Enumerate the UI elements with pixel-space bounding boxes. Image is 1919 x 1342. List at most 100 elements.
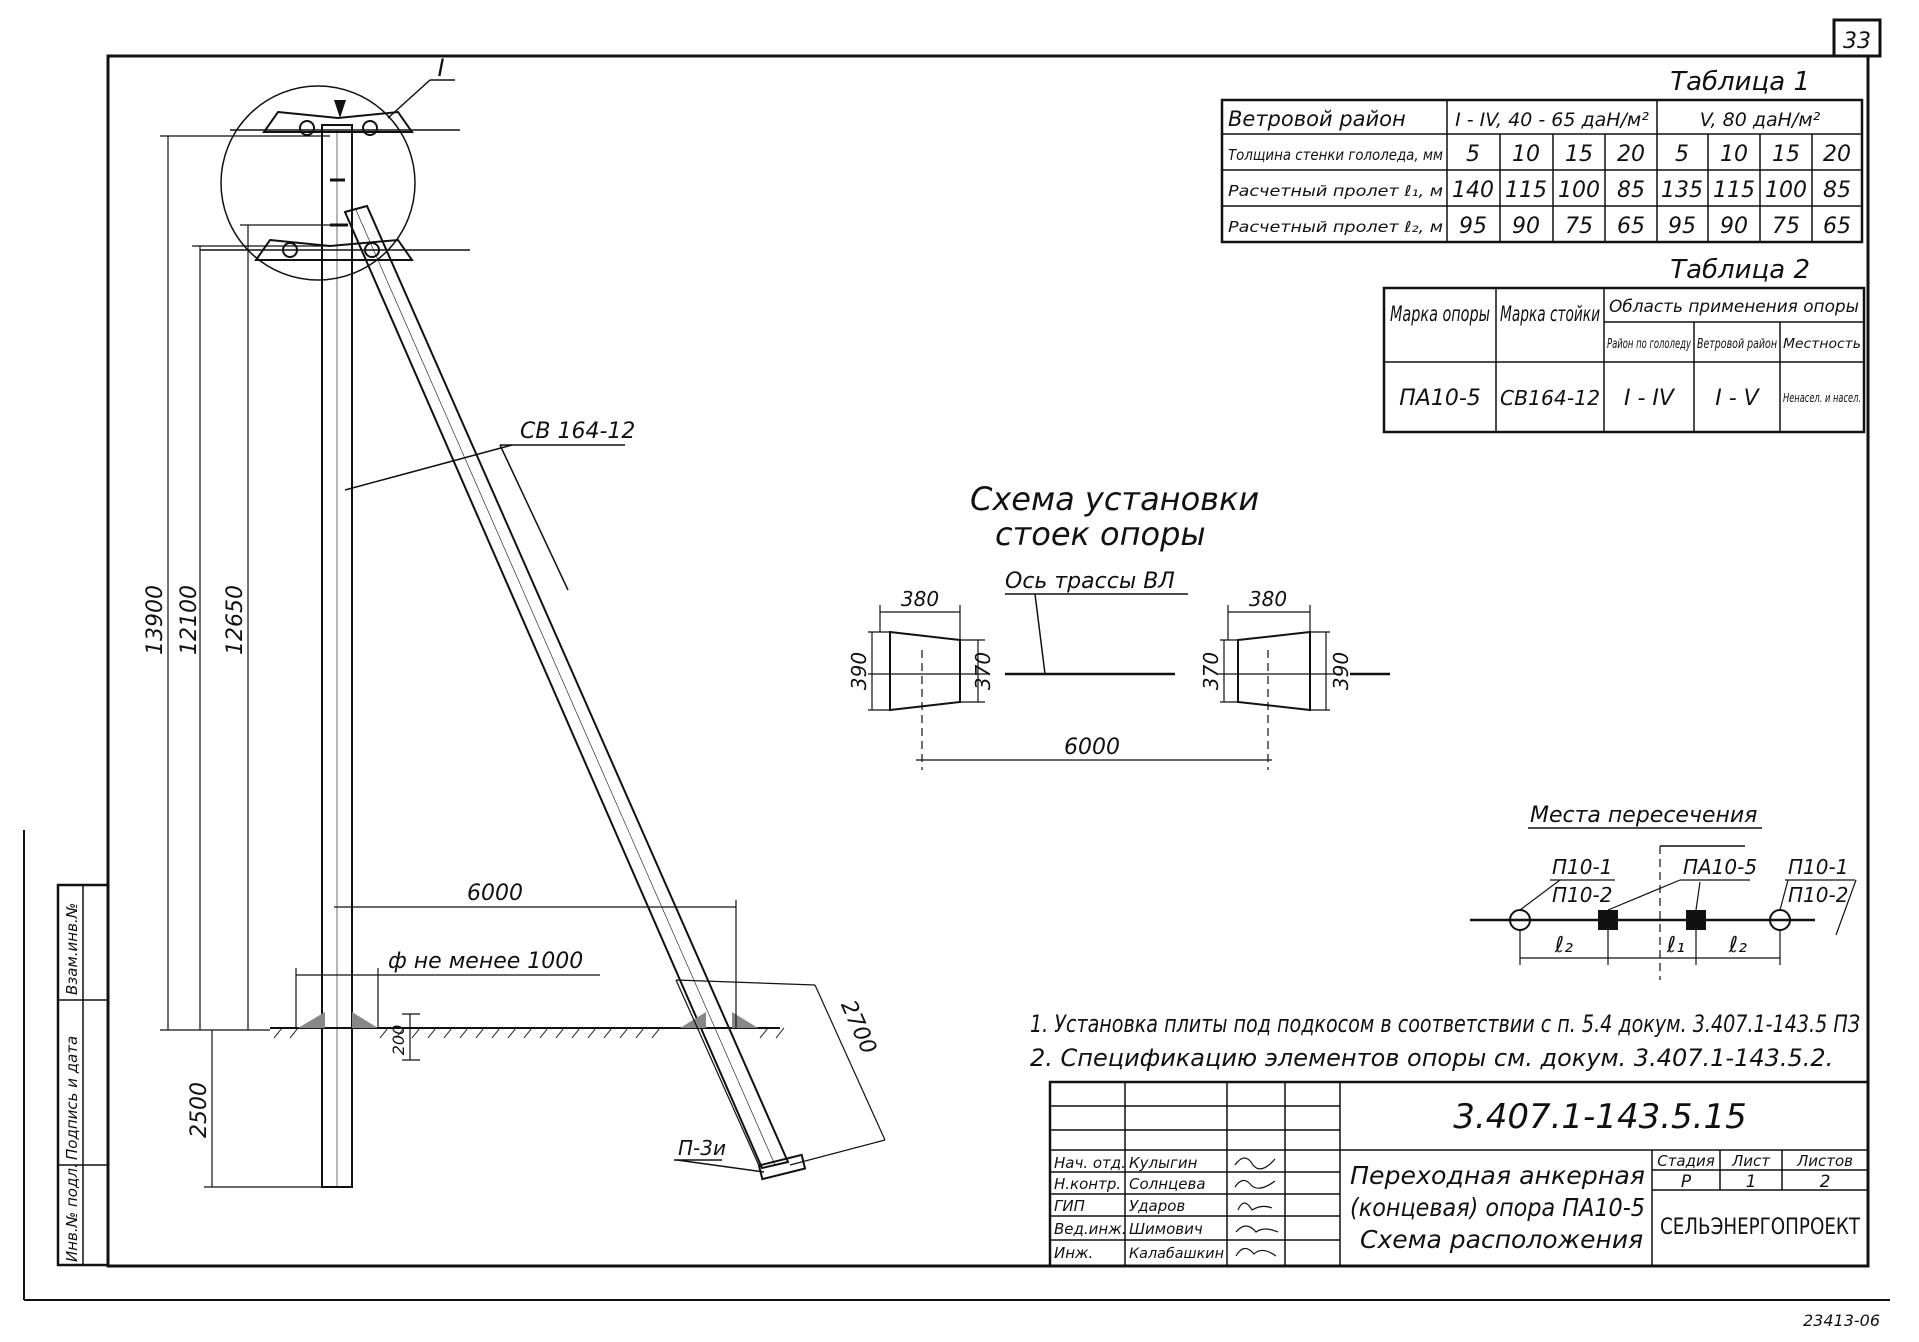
stage-header: Стадия xyxy=(1657,1152,1715,1170)
crossing-title: Места пересечения xyxy=(1530,803,1757,828)
t1-r3-c4: 65 xyxy=(1617,214,1645,239)
organization-name: СЕЛЬЭНЕРГОПРОЕКТ xyxy=(1660,1215,1861,1240)
scheme-dim-380-left: 380 xyxy=(901,587,939,611)
archive-number: 23413-06 xyxy=(1803,1311,1880,1330)
node-label: I xyxy=(437,54,444,82)
note-2: 2. Спецификацию элементов опоры см. доку… xyxy=(1030,1044,1833,1072)
crossing-left-bottom: П10-2 xyxy=(1552,883,1612,907)
crossing-l2-right: ℓ₂ xyxy=(1728,933,1747,958)
t1-r3-c7: 75 xyxy=(1772,214,1800,239)
t1-r1-c1: 5 xyxy=(1466,142,1480,167)
scheme-dim-380-right: 380 xyxy=(1249,587,1287,611)
t2-h-wind: Ветровой район xyxy=(1697,337,1777,352)
t1-r3-c0: Расчетный пролет ℓ₂, м xyxy=(1228,218,1443,236)
t2-v-terrain: Ненасел. и насел. xyxy=(1783,391,1861,405)
sheets-header: Листов xyxy=(1796,1152,1853,1170)
sheets-value: 2 xyxy=(1820,1172,1831,1192)
sheet-number: 33 xyxy=(1843,29,1871,54)
role-4: Инж. xyxy=(1054,1244,1093,1262)
t1-r3-c5: 95 xyxy=(1668,214,1696,239)
t1-r1-c6: 10 xyxy=(1720,142,1748,167)
table2-title: Таблица 2 xyxy=(1670,255,1810,285)
tower-elevation: I СВ 164-12 xyxy=(143,54,886,1188)
crossing-right-bottom: П10-2 xyxy=(1788,883,1848,907)
role-3: Вед.инж. xyxy=(1054,1220,1127,1238)
t1-r1-c4: 20 xyxy=(1617,142,1645,167)
side-stamp-signature: Подпись и дата xyxy=(63,1036,81,1160)
t1-r2-c1: 140 xyxy=(1452,178,1494,203)
ground-line xyxy=(270,1012,785,1039)
route-axis-label: Ось трассы ВЛ xyxy=(1005,569,1175,594)
role-2: ГИП xyxy=(1054,1197,1085,1215)
name-0: Кулыгин xyxy=(1129,1154,1198,1172)
t1-r1-c2: 10 xyxy=(1512,142,1540,167)
t1-r2-c7: 100 xyxy=(1765,178,1807,203)
lower-traverse xyxy=(200,178,470,261)
crossing-l2-left: ℓ₂ xyxy=(1554,933,1573,958)
t2-h-terrain: Местность xyxy=(1783,337,1861,352)
t1-r3-c3: 75 xyxy=(1565,214,1593,239)
t1-r0-c1: I - IV, 40 - 65 даН/м² xyxy=(1455,109,1649,131)
anchor-support-marker-left xyxy=(1598,910,1618,930)
t1-r1-c7: 15 xyxy=(1772,142,1800,167)
name-4: Калабашкин xyxy=(1129,1246,1224,1262)
installation-scheme: Схема установки стоек опоры Ось трассы В… xyxy=(847,480,1390,770)
t1-r1-c3: 15 xyxy=(1565,142,1593,167)
left-footprint xyxy=(889,630,961,712)
strut-post xyxy=(343,204,790,1170)
t1-r2-c4: 85 xyxy=(1617,178,1645,203)
name-2: Ударов xyxy=(1129,1197,1185,1215)
right-footprint xyxy=(1237,630,1311,712)
t2-v-ice: I - IV xyxy=(1624,386,1676,411)
post-label: СВ 164-12 xyxy=(520,419,635,444)
crossing-l1: ℓ₁ xyxy=(1666,933,1685,958)
dim-13900: 13900 xyxy=(143,585,168,655)
scheme-dim-390-right: 390 xyxy=(1329,652,1353,690)
t1-r3-c1: 95 xyxy=(1459,214,1487,239)
dim-2700: 2700 xyxy=(835,997,881,1058)
t1-r3-c8: 65 xyxy=(1823,214,1851,239)
anchor-support-marker-right xyxy=(1686,910,1706,930)
title-line-2: (концевая) опора ПА10-5 xyxy=(1350,1193,1645,1222)
dim-200: 200 xyxy=(389,1025,408,1056)
crossing-scheme: Места пересечения ПА10-5 П10-1 П10-2 П10… xyxy=(1470,803,1857,980)
t1-r2-c3: 100 xyxy=(1558,178,1600,203)
t2-h-post: Марка стойки xyxy=(1500,302,1600,326)
title-line-1: Переходная анкерная xyxy=(1350,1161,1645,1190)
t1-r2-c6: 115 xyxy=(1713,178,1755,203)
tower-dimensions xyxy=(160,135,886,1188)
sheet-value: 1 xyxy=(1746,1172,1757,1192)
role-1: Н.контр. xyxy=(1054,1175,1121,1193)
t2-h-ice: Район по гололеду xyxy=(1607,337,1691,352)
t1-r3-c6: 90 xyxy=(1720,214,1748,239)
title-block: 3.407.1-143.5.15 Нач. отд. Н.контр. ГИП … xyxy=(1048,1080,1870,1268)
t1-r0-c0: Ветровой район xyxy=(1228,107,1406,131)
notes: 1. Установка плиты под подкосом в соотве… xyxy=(1030,1010,1860,1072)
crossing-center-label: ПА10-5 xyxy=(1683,855,1757,879)
dim-2500: 2500 xyxy=(187,1082,212,1138)
plate-label: П-3и xyxy=(678,1136,726,1160)
table-1: Таблица 1 Ветровой район I - IV, 40 - 65… xyxy=(1220,67,1864,244)
t1-r2-c8: 85 xyxy=(1823,178,1851,203)
node-circle xyxy=(220,85,416,281)
t2-v-mark: ПА10-5 xyxy=(1399,386,1481,411)
crossing-left-top: П10-1 xyxy=(1552,855,1612,879)
t1-r2-c0: Расчетный пролет ℓ₁, м xyxy=(1228,182,1443,200)
scheme-title-line1: Схема установки xyxy=(970,480,1259,518)
title-line-3: Схема расположения xyxy=(1360,1225,1643,1254)
name-1: Солнцева xyxy=(1129,1175,1206,1193)
t2-h-mark: Марка опоры xyxy=(1390,302,1490,326)
t2-h-area: Область применения опоры xyxy=(1609,297,1859,317)
dim-12650: 12650 xyxy=(223,585,248,655)
doc-code: 3.407.1-143.5.15 xyxy=(1453,1097,1746,1137)
table-2: Таблица 2 Марка опоры Марка стойки Облас… xyxy=(1382,255,1866,434)
scheme-dim-6000: 6000 xyxy=(1064,735,1120,760)
dim-12100: 12100 xyxy=(177,585,202,655)
scheme-dim-390-left: 390 xyxy=(847,652,871,690)
upper-traverse xyxy=(230,100,460,136)
sheet-header: Лист xyxy=(1731,1152,1771,1170)
t1-r0-c2: V, 80 даН/м² xyxy=(1700,109,1821,131)
dim-6000-tower: 6000 xyxy=(467,881,523,906)
dim-pit: ф не менее 1000 xyxy=(388,949,583,974)
